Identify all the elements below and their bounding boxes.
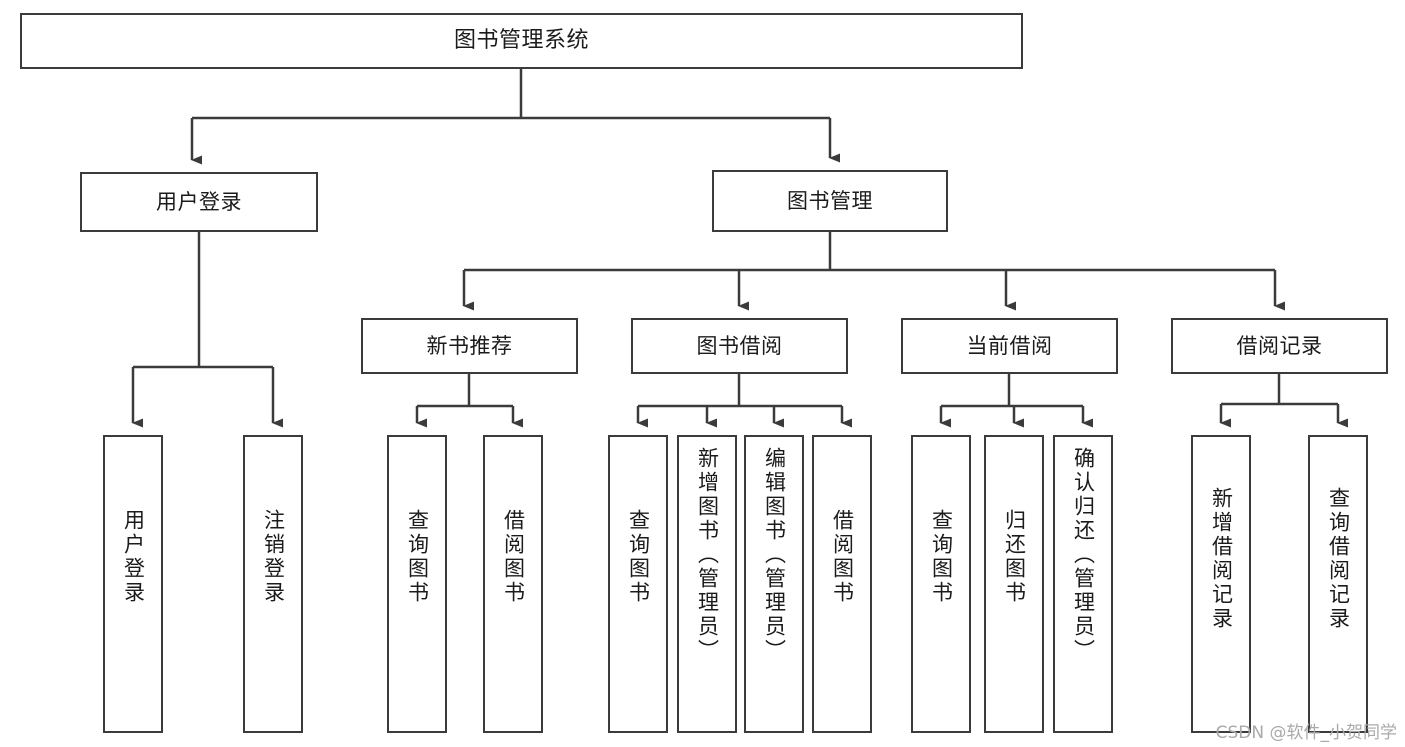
node-book-manage[interactable]: 图书管理 [712, 170, 948, 232]
node-leaf-return-book-label: 归还图书 [1002, 509, 1027, 605]
edge-root-to-level2 [190, 69, 840, 165]
edge-bookmanage-to-level3 [462, 232, 1285, 311]
node-leaf-logout-label: 注销登录 [261, 509, 286, 605]
node-leaf-query-borrow-record[interactable]: 查询借阅记录 [1308, 435, 1368, 733]
node-leaf-borrow-book-rec[interactable]: 借阅图书 [483, 435, 543, 733]
node-leaf-edit-book-admin[interactable]: 编辑图书（管理员） [744, 435, 804, 733]
node-leaf-return-book[interactable]: 归还图书 [984, 435, 1044, 733]
node-leaf-borrow-book-bor[interactable]: 借阅图书 [812, 435, 872, 733]
node-leaf-query-borrow-record-label: 查询借阅记录 [1326, 487, 1351, 631]
node-leaf-confirm-return-admin[interactable]: 确认归还（管理员） [1053, 435, 1113, 733]
node-leaf-borrow-book-rec-label: 借阅图书 [501, 509, 526, 605]
node-leaf-query-book-cur-label: 查询图书 [929, 509, 954, 605]
node-new-book-recommend[interactable]: 新书推荐 [361, 318, 578, 374]
edge-userlogin-to-leaves [131, 232, 283, 428]
node-user-login[interactable]: 用户登录 [80, 172, 318, 232]
node-user-login-label: 用户登录 [156, 189, 242, 214]
node-leaf-add-book-admin-label: 新增图书（管理员） [695, 447, 720, 663]
node-root-label: 图书管理系统 [453, 28, 589, 54]
node-borrow-record[interactable]: 借阅记录 [1171, 318, 1388, 374]
node-borrow-record-label: 借阅记录 [1236, 333, 1323, 358]
node-current-borrow[interactable]: 当前借阅 [901, 318, 1118, 374]
node-book-manage-label: 图书管理 [787, 188, 873, 213]
node-leaf-add-borrow-record-label: 新增借阅记录 [1209, 487, 1234, 631]
node-leaf-edit-book-admin-label: 编辑图书（管理员） [762, 447, 787, 663]
node-current-borrow-label: 当前借阅 [966, 333, 1053, 358]
node-leaf-query-book-rec-label: 查询图书 [405, 509, 430, 605]
csdn-watermark: CSDN @软件_小贺同学 [1215, 723, 1397, 743]
node-leaf-borrow-book-bor-label: 借阅图书 [830, 509, 855, 605]
node-leaf-add-book-admin[interactable]: 新增图书（管理员） [677, 435, 737, 733]
node-root[interactable]: 图书管理系统 [20, 13, 1023, 69]
node-leaf-user-login-label: 用户登录 [121, 509, 146, 605]
node-leaf-query-book-cur[interactable]: 查询图书 [911, 435, 971, 733]
node-book-borrow-label: 图书借阅 [696, 333, 783, 358]
edge-newbook-to-leaves [415, 374, 523, 428]
node-leaf-logout[interactable]: 注销登录 [243, 435, 303, 733]
node-leaf-add-borrow-record[interactable]: 新增借阅记录 [1191, 435, 1251, 733]
node-new-book-recommend-label: 新书推荐 [426, 333, 513, 358]
node-leaf-query-book-bor-label: 查询图书 [626, 509, 651, 605]
edge-bookborrow-to-leaves [636, 374, 852, 428]
edge-currentborrow-to-leaves [939, 374, 1093, 428]
node-book-borrow[interactable]: 图书借阅 [631, 318, 848, 374]
node-leaf-query-book-rec[interactable]: 查询图书 [387, 435, 447, 733]
edge-borrowrecord-to-leaves [1219, 374, 1348, 428]
node-leaf-query-book-bor[interactable]: 查询图书 [608, 435, 668, 733]
node-leaf-confirm-return-admin-label: 确认归还（管理员） [1071, 447, 1096, 663]
node-leaf-user-login[interactable]: 用户登录 [103, 435, 163, 733]
